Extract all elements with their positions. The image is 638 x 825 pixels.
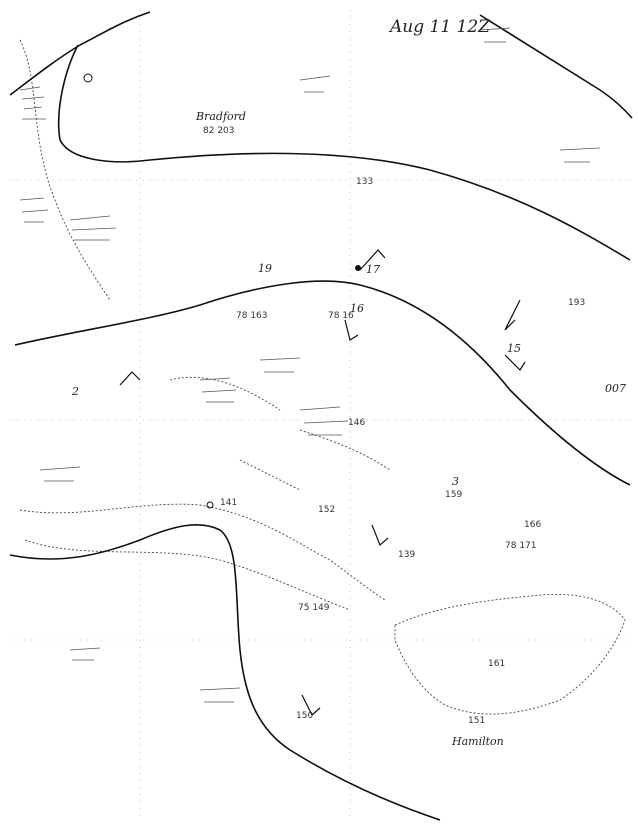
hispaniola-coast: [394, 593, 626, 715]
florida-coast: [19, 39, 111, 301]
station-value: 78 163: [236, 311, 268, 321]
station-circle: [83, 73, 93, 83]
station-value: 82 203: [203, 126, 235, 136]
analysis-lines: [9, 11, 633, 821]
isobar-label: 16: [350, 302, 364, 315]
station-value: 141: [220, 498, 237, 508]
station-value: 133: [356, 177, 373, 187]
station-value: 146: [348, 418, 365, 428]
isobar-label: 15: [507, 342, 521, 355]
isobar-19: [14, 280, 631, 486]
front-northeast: [479, 14, 633, 119]
station-value: 78 171: [505, 541, 537, 551]
trough-line: [57, 44, 631, 261]
isobar-label: 19: [258, 262, 272, 275]
wind-barb: [359, 249, 386, 271]
isobar-cuba: [9, 524, 441, 821]
wind-barb: [504, 299, 521, 331]
place-label: Hamilton: [451, 735, 504, 748]
isobar-label: 17: [366, 263, 380, 276]
edge-mark: 007: [605, 382, 626, 395]
wind-barb: [119, 371, 141, 386]
place-label: Bradford: [195, 110, 246, 123]
bahamas-coast: [169, 376, 391, 491]
station-value: 78 16: [328, 311, 354, 321]
station-circle: [206, 501, 214, 509]
station-value: 159: [445, 490, 462, 500]
station-value: 139: [398, 550, 415, 560]
wind-barb: [504, 354, 526, 371]
wind-barb: [371, 524, 389, 547]
coastlines: [19, 39, 626, 715]
station-value: 193: [568, 298, 585, 308]
wind-barbs: [83, 73, 526, 716]
station-value: 152: [318, 505, 335, 515]
isobar-label: 3: [452, 475, 459, 488]
wind-barb: [301, 694, 321, 716]
station-value: 150: [296, 711, 313, 721]
isobar-label: 2: [71, 385, 79, 398]
station-value: 151: [468, 716, 485, 726]
map-date-label: Aug 11 12Z: [388, 17, 491, 37]
station-value: 75 149: [298, 603, 330, 613]
front-northwest: [9, 11, 151, 96]
cuba-coast: [19, 503, 386, 601]
wind-barb: [344, 319, 359, 341]
station-value: 161: [488, 659, 505, 669]
station-value: 166: [524, 520, 541, 530]
cuba-south-coast: [24, 539, 351, 611]
station-clusters: [19, 27, 601, 703]
station-circle: [355, 265, 361, 271]
